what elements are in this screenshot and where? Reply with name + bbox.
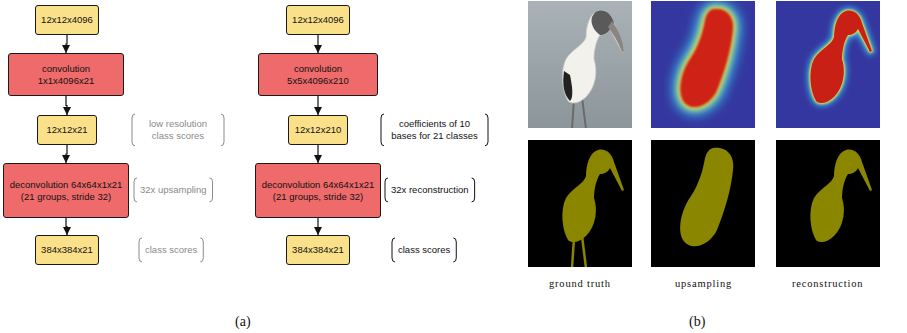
upsampling-heatmap	[651, 1, 755, 128]
panel-caption: (a)	[235, 313, 251, 331]
stork-body	[562, 11, 624, 103]
flow-arrow	[317, 218, 318, 235]
mask-background	[776, 140, 880, 267]
node-text: 12x12x21	[46, 124, 87, 135]
tensor-box: 12x12x210	[288, 115, 348, 145]
flow-arrow	[317, 35, 318, 53]
layer-box: deconvolution 64x64x1x21 (21 groups, str…	[3, 163, 129, 218]
heat-outer	[680, 9, 733, 108]
node-text: 384x384x21	[41, 244, 93, 255]
layer-box: deconvolution 64x64x1x21 (21 groups, str…	[255, 163, 381, 218]
bracket	[139, 238, 203, 262]
heat-core	[680, 9, 733, 108]
flow-arrow	[66, 96, 67, 115]
tensor-box: 384x384x21	[35, 235, 99, 265]
heat-core	[810, 11, 872, 103]
image-column-label: ground truth	[549, 277, 611, 290]
tensor-box: 12x12x21	[37, 115, 97, 145]
layer-box: convolution 1x1x4096x21	[8, 53, 124, 96]
stork-head	[591, 11, 614, 35]
node-text: deconvolution 64x64x1x21 (21 groups, str…	[260, 179, 376, 202]
heat-middle	[680, 9, 733, 108]
heat-outer	[810, 11, 872, 103]
node-text: 12x12x4096	[41, 14, 93, 25]
annotation: class scores	[398, 244, 450, 256]
flow-arrow	[66, 218, 67, 235]
photo-background	[528, 1, 632, 128]
bracket	[134, 178, 213, 202]
tensor-box: 384x384x21	[286, 235, 350, 265]
image-column-label: reconstruction	[792, 277, 863, 290]
reconstruction-heatmap	[776, 1, 880, 128]
annotation: class scores	[145, 244, 197, 256]
mask-shape	[810, 150, 872, 242]
stork-beak	[608, 21, 624, 52]
layer-box: convolution 5x5x4096x210	[258, 53, 378, 96]
node-text: convolution 5x5x4096x210	[263, 63, 373, 86]
annotation: low resolution class scores	[138, 118, 218, 142]
flow-arrow	[66, 35, 67, 53]
upsampling-mask	[651, 140, 755, 267]
flow-arrow	[317, 145, 318, 163]
bracket	[381, 114, 488, 146]
annotation: 32x reconstruction	[391, 184, 469, 196]
annotation: coefficients of 10 bases for 21 classes	[387, 118, 482, 142]
tensor-box: 12x12x4096	[35, 5, 99, 35]
mask-background	[651, 140, 755, 267]
mask-shape	[562, 150, 624, 242]
heat-middle	[810, 11, 872, 103]
reconstruction-mask	[776, 140, 880, 267]
stork-photo	[528, 1, 632, 129]
node-text: 384x384x21	[292, 244, 344, 255]
annotation: 32x upsampling	[140, 184, 207, 196]
ground-truth-mask	[528, 140, 632, 268]
mask-shape	[680, 148, 733, 247]
panel-caption: (b)	[689, 313, 705, 331]
flow-arrow	[66, 145, 67, 163]
tensor-box: 12x12x4096	[286, 5, 350, 35]
node-text: convolution 1x1x4096x21	[13, 63, 119, 86]
bracket	[392, 238, 456, 262]
heatmap-background	[776, 1, 880, 128]
bracket	[132, 114, 224, 146]
image-column-label: upsampling	[675, 277, 732, 290]
heatmap-background	[651, 1, 755, 128]
node-text: 12x12x4096	[292, 14, 344, 25]
bracket	[385, 178, 475, 202]
mask-background	[528, 140, 632, 267]
flow-arrow	[317, 96, 318, 115]
stork-tail	[563, 71, 572, 101]
node-text: deconvolution 64x64x1x21 (21 groups, str…	[8, 179, 124, 202]
node-text: 12x12x210	[295, 124, 341, 135]
